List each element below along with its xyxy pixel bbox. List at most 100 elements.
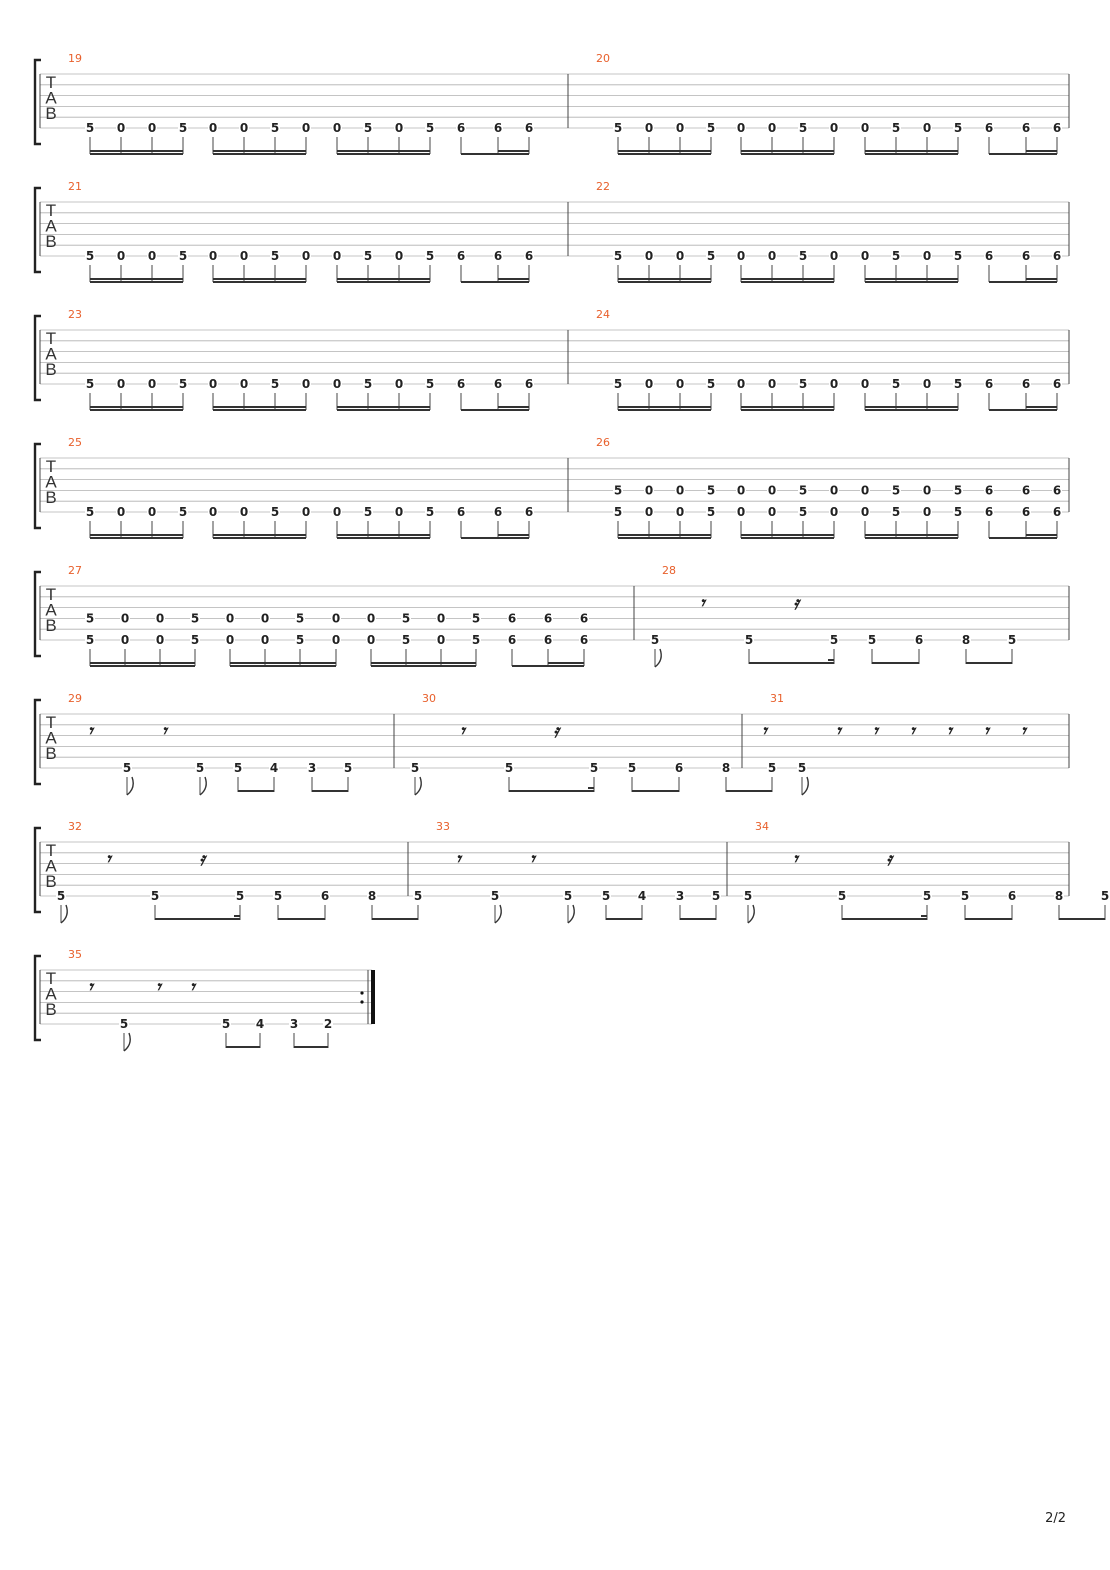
fret-number: 3 (308, 761, 316, 775)
beam (989, 537, 1057, 539)
fret-number: 6 (508, 611, 516, 625)
fret-number: 5 (426, 249, 434, 263)
fret-background (674, 762, 684, 773)
fret-number: 0 (645, 483, 653, 497)
fret-background (1052, 506, 1062, 517)
fret-background (736, 484, 746, 496)
fret-background (984, 484, 994, 496)
fret-background (891, 506, 901, 517)
eighth-rest: 𝄾 (88, 977, 96, 998)
beam (213, 409, 306, 411)
fret-background (914, 634, 924, 645)
fret-background (208, 506, 218, 517)
fret-number: 8 (1055, 889, 1063, 903)
note-flag (60, 904, 68, 924)
fret-background (301, 250, 311, 261)
fret-background (425, 506, 435, 517)
fret-number: 6 (457, 249, 465, 263)
fret-background (829, 506, 839, 517)
fret-background (394, 506, 404, 517)
fret-number: 3 (676, 889, 684, 903)
fret-number: 0 (395, 377, 403, 391)
fret-background (147, 506, 157, 517)
fret-background (119, 1018, 129, 1029)
fret-background (301, 378, 311, 389)
fret-number: 6 (457, 377, 465, 391)
fret-number: 0 (437, 633, 445, 647)
fret-number: 0 (830, 121, 838, 135)
fret-background (116, 250, 126, 261)
tab-clef-letter: B (45, 1000, 56, 1019)
fret-background (675, 378, 685, 389)
fret-number: 4 (270, 761, 278, 775)
fret-number: 0 (156, 611, 164, 625)
fret-number: 0 (209, 505, 217, 519)
fret-number: 0 (367, 633, 375, 647)
fret-number: 5 (768, 761, 776, 775)
fret-background (953, 506, 963, 517)
fret-number: 5 (798, 761, 806, 775)
fret-number: 5 (236, 889, 244, 903)
fret-background (650, 634, 660, 645)
fret-number: 6 (1053, 377, 1061, 391)
fret-number: 6 (985, 483, 993, 497)
fret-background (295, 612, 305, 624)
beam (213, 537, 306, 539)
fret-number: 0 (333, 121, 341, 135)
fret-background (85, 612, 95, 624)
fret-number: 0 (923, 249, 931, 263)
measure-number: 19 (68, 52, 82, 65)
tab-clef-letter: B (45, 872, 56, 891)
fret-background (208, 378, 218, 389)
fret-number: 0 (676, 121, 684, 135)
fret-number: 5 (364, 505, 372, 519)
beam (90, 278, 183, 280)
fret-background (721, 762, 731, 773)
fret-number: 0 (861, 505, 869, 519)
fret-background (744, 634, 754, 645)
fret-number: 5 (426, 121, 434, 135)
beam (548, 662, 584, 664)
fret-background (122, 762, 132, 773)
beam (828, 659, 834, 661)
fret-background (269, 762, 279, 773)
beam (618, 409, 711, 411)
fret-number: 0 (676, 483, 684, 497)
fret-number: 6 (457, 121, 465, 135)
fret-background (239, 250, 249, 261)
fret-number: 0 (645, 121, 653, 135)
fret-background (332, 250, 342, 261)
beam (618, 150, 711, 152)
fret-number: 0 (395, 505, 403, 519)
fret-background (829, 634, 839, 645)
fret-background (471, 612, 481, 624)
fret-background (436, 634, 446, 645)
fret-background (644, 378, 654, 389)
fret-number: 0 (209, 121, 217, 135)
fret-number: 0 (148, 377, 156, 391)
beam (213, 534, 306, 536)
fret-background (493, 122, 503, 133)
fret-number: 6 (1053, 249, 1061, 263)
fret-number: 0 (302, 249, 310, 263)
fret-number: 5 (179, 121, 187, 135)
beam (741, 406, 834, 408)
beam (865, 406, 958, 408)
fret-background (675, 484, 685, 496)
fret-number: 0 (676, 249, 684, 263)
fret-number: 5 (799, 249, 807, 263)
fret-background (1021, 506, 1031, 517)
beam (618, 534, 711, 536)
fret-number: 5 (426, 505, 434, 519)
fret-number: 5 (799, 377, 807, 391)
beam (989, 281, 1057, 283)
fret-background (767, 250, 777, 261)
fret-number: 0 (437, 611, 445, 625)
fret-number: 5 (86, 377, 94, 391)
fret-number: 5 (271, 377, 279, 391)
beam (741, 537, 834, 539)
fret-number: 0 (395, 121, 403, 135)
beam (294, 1046, 328, 1048)
fret-background (363, 378, 373, 389)
system-bracket (33, 570, 41, 658)
